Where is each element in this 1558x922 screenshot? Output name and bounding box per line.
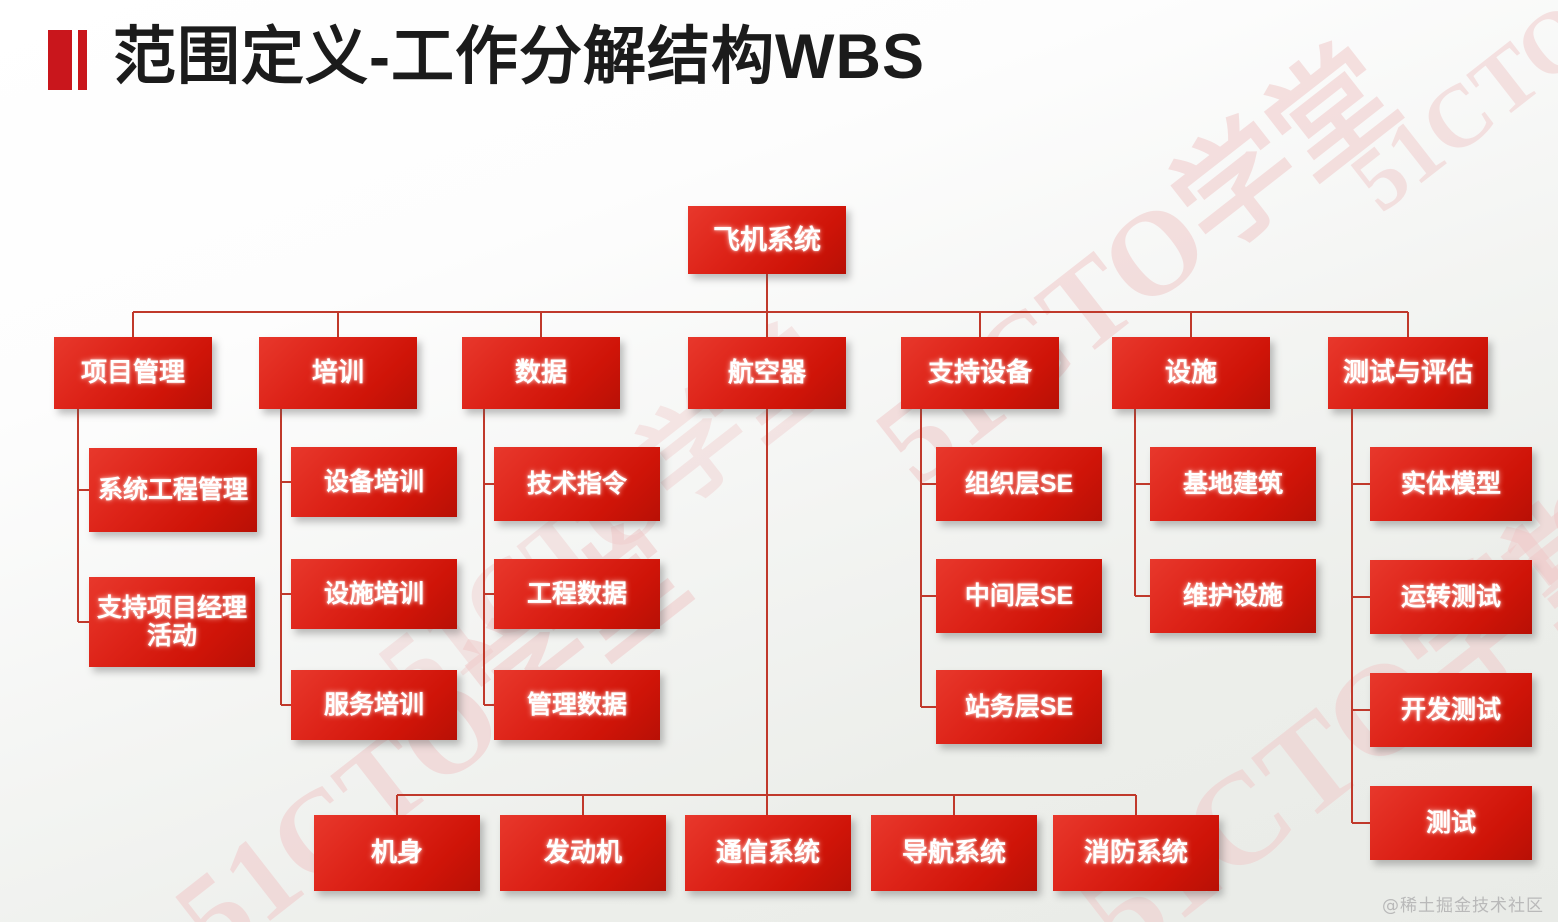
wbs-node-test[interactable]: 测试	[1370, 786, 1532, 860]
wbs-node-equipment-training[interactable]: 设备培训	[291, 447, 457, 517]
wbs-node-systems-engineering-management[interactable]: 系统工程管理	[89, 448, 257, 532]
wbs-node-management-data[interactable]: 管理数据	[494, 670, 660, 740]
wbs-node-facilities[interactable]: 设施	[1112, 337, 1270, 409]
wbs-node-service-training[interactable]: 服务培训	[291, 670, 457, 740]
wbs-node-support-equipment[interactable]: 支持设备	[901, 337, 1059, 409]
wbs-node-support-pm-activities[interactable]: 支持项目经理活动	[89, 577, 255, 667]
page-title: 范围定义-工作分解结构WBS	[113, 21, 925, 92]
wbs-node-communication-system[interactable]: 通信系统	[685, 815, 851, 891]
wbs-node-depot-level-se[interactable]: 站务层SE	[936, 670, 1102, 744]
wbs-node-training[interactable]: 培训	[259, 337, 417, 409]
slide-title-bar: 范围定义-工作分解结构WBS	[48, 24, 925, 90]
footer-watermark: @稀土掘金技术社区	[1382, 896, 1544, 916]
wbs-node-technical-orders[interactable]: 技术指令	[494, 447, 660, 521]
wbs-node-intermediate-level-se[interactable]: 中间层SE	[936, 559, 1102, 633]
wbs-node-base-buildings[interactable]: 基地建筑	[1150, 447, 1316, 521]
wbs-node-test-and-evaluation[interactable]: 测试与评估	[1328, 337, 1488, 409]
wbs-node-development-test[interactable]: 开发测试	[1370, 673, 1532, 747]
wbs-node-airframe[interactable]: 机身	[314, 815, 480, 891]
wbs-node-facility-training[interactable]: 设施培训	[291, 559, 457, 629]
wbs-node-organizational-level-se[interactable]: 组织层SE	[936, 447, 1102, 521]
wbs-node-data[interactable]: 数据	[462, 337, 620, 409]
wbs-node-fire-protection-system[interactable]: 消防系统	[1053, 815, 1219, 891]
wbs-node-physical-mockup[interactable]: 实体模型	[1370, 447, 1532, 521]
title-marker-icon	[48, 30, 87, 90]
wbs-node-aircraft[interactable]: 航空器	[688, 337, 846, 409]
wbs-node-root[interactable]: 飞机系统	[688, 206, 846, 274]
wbs-node-engine[interactable]: 发动机	[500, 815, 666, 891]
wbs-node-operational-test[interactable]: 运转测试	[1370, 560, 1532, 634]
wbs-node-project-management[interactable]: 项目管理	[54, 337, 212, 409]
wbs-node-engineering-data[interactable]: 工程数据	[494, 559, 660, 629]
wbs-node-maintenance-facilities[interactable]: 维护设施	[1150, 559, 1316, 633]
wbs-node-navigation-system[interactable]: 导航系统	[871, 815, 1037, 891]
